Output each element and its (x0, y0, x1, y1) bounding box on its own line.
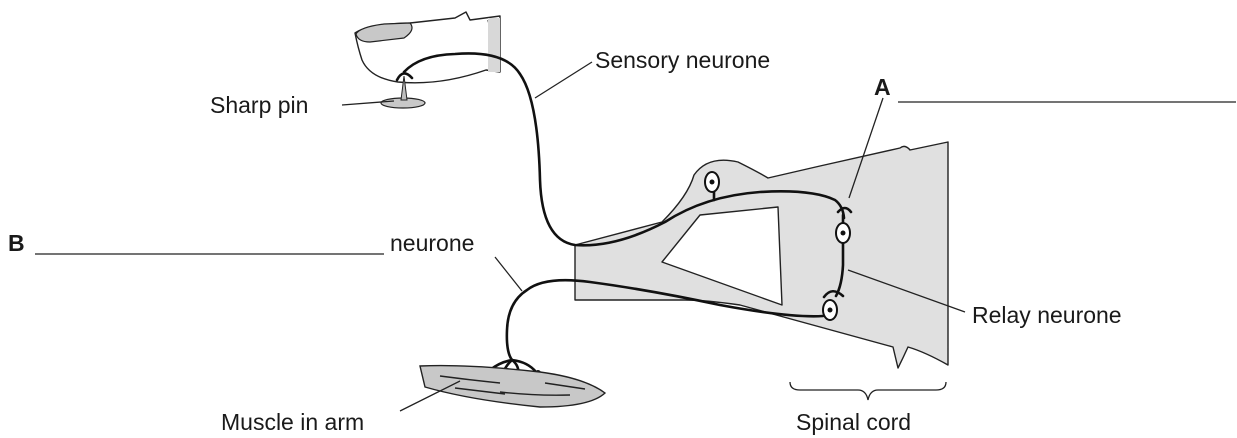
neurone-leader (495, 257, 522, 291)
relay-neurone-label: Relay neurone (972, 302, 1122, 328)
label-b: B (8, 230, 25, 256)
muscle-in-arm-label: Muscle in arm (221, 409, 364, 435)
spinal-cord-label: Spinal cord (796, 409, 911, 435)
sharp-pin-label: Sharp pin (210, 92, 308, 118)
sensory-neurone-label: Sensory neurone (595, 47, 770, 73)
label-a: A (874, 74, 891, 100)
finger (355, 12, 500, 83)
neurone-label: neurone (390, 230, 474, 256)
spinal-cord-brace (790, 382, 946, 400)
muscle (420, 366, 605, 407)
sensory-neurone-leader (535, 62, 592, 98)
